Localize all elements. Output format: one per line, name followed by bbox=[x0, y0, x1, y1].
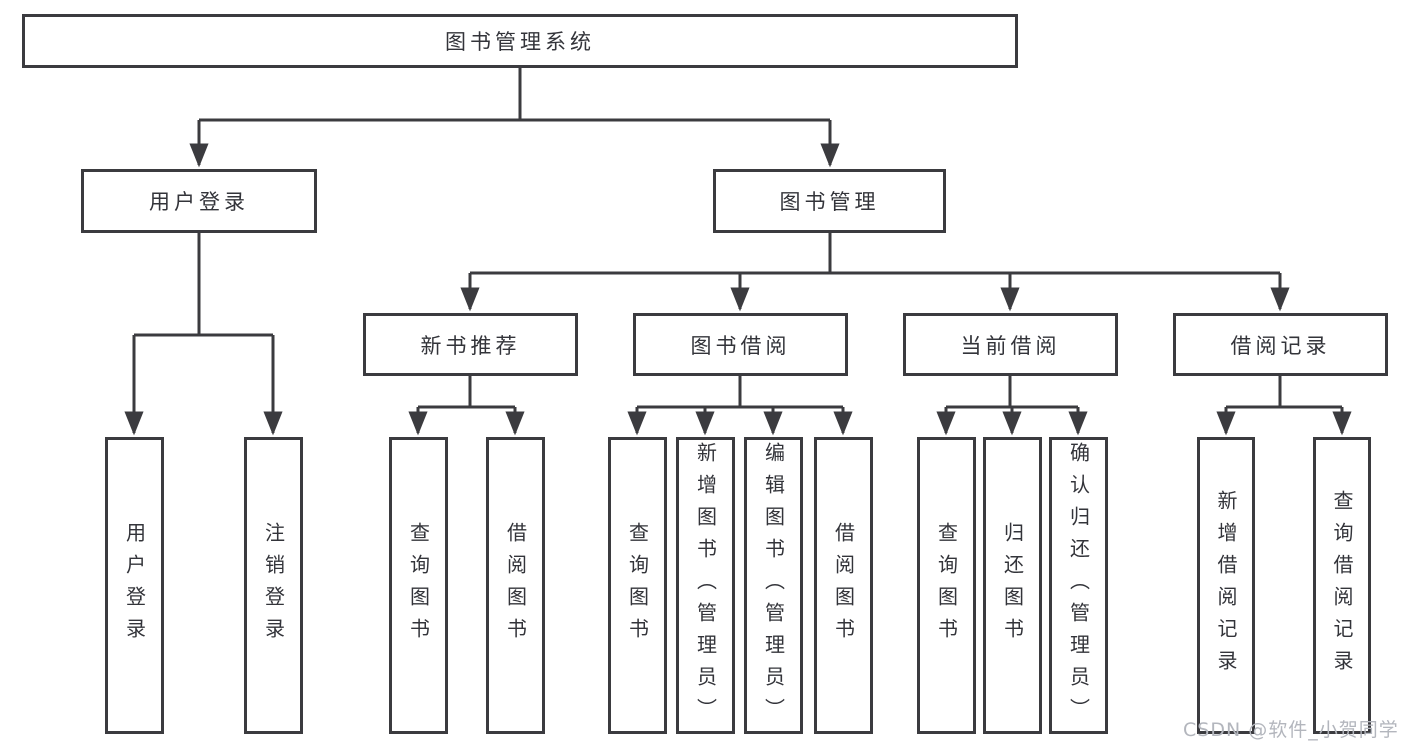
node-new-book-recommend: 新书推荐 bbox=[363, 313, 578, 376]
node-current-borrow: 当前借阅 bbox=[903, 313, 1118, 376]
node-book-management: 图书管理 bbox=[713, 169, 946, 233]
leaf-query-borrow-record: 查询借阅记录 bbox=[1313, 437, 1371, 734]
leaf-logout-label: 注销登录 bbox=[261, 521, 286, 650]
leaf-return-book: 归还图书 bbox=[983, 437, 1042, 734]
leaf-add-book-admin-label: 新增图书（管理员） bbox=[693, 441, 718, 730]
leaf-query-book-recommend: 查询图书 bbox=[389, 437, 448, 734]
leaf-query-book-current: 查询图书 bbox=[917, 437, 976, 734]
leaf-logout: 注销登录 bbox=[244, 437, 303, 734]
leaf-edit-book-admin-label: 编辑图书（管理员） bbox=[761, 441, 786, 730]
leaf-query-book-current-label: 查询图书 bbox=[934, 521, 959, 650]
leaf-borrow-book-borrow-label: 借阅图书 bbox=[831, 521, 856, 650]
node-current-borrow-label: 当前借阅 bbox=[960, 333, 1061, 358]
leaf-query-book-borrow: 查询图书 bbox=[608, 437, 667, 734]
leaf-edit-book-admin: 编辑图书（管理员） bbox=[744, 437, 803, 734]
leaf-user-login: 用户登录 bbox=[105, 437, 164, 734]
node-book-borrow: 图书借阅 bbox=[633, 313, 848, 376]
leaf-confirm-return-admin-label: 确认归还（管理员） bbox=[1066, 441, 1091, 730]
leaf-borrow-book-borrow: 借阅图书 bbox=[814, 437, 873, 734]
leaf-add-borrow-record: 新增借阅记录 bbox=[1197, 437, 1255, 734]
leaf-query-borrow-record-label: 查询借阅记录 bbox=[1330, 489, 1354, 682]
node-root-system-label: 图书管理系统 bbox=[445, 30, 595, 54]
node-book-borrow-label: 图书借阅 bbox=[690, 333, 791, 358]
node-user-login-label: 用户登录 bbox=[149, 190, 249, 214]
leaf-query-book-borrow-label: 查询图书 bbox=[625, 521, 650, 650]
leaf-add-book-admin: 新增图书（管理员） bbox=[676, 437, 735, 734]
node-borrow-records: 借阅记录 bbox=[1173, 313, 1388, 376]
leaf-confirm-return-admin: 确认归还（管理员） bbox=[1049, 437, 1108, 734]
leaf-borrow-book-recommend-label: 借阅图书 bbox=[503, 521, 528, 650]
leaf-add-borrow-record-label: 新增借阅记录 bbox=[1214, 489, 1238, 682]
node-borrow-records-label: 借阅记录 bbox=[1230, 333, 1331, 358]
leaf-query-book-recommend-label: 查询图书 bbox=[406, 521, 431, 650]
node-new-book-recommend-label: 新书推荐 bbox=[420, 333, 521, 358]
node-user-login: 用户登录 bbox=[81, 169, 317, 233]
leaf-return-book-label: 归还图书 bbox=[1000, 521, 1025, 650]
leaf-user-login-label: 用户登录 bbox=[122, 521, 147, 650]
node-book-management-label: 图书管理 bbox=[779, 190, 880, 214]
node-root-system: 图书管理系统 bbox=[22, 14, 1018, 68]
leaf-borrow-book-recommend: 借阅图书 bbox=[486, 437, 545, 734]
csdn-watermark: CSDN @软件_小贺同学 bbox=[1183, 719, 1399, 741]
